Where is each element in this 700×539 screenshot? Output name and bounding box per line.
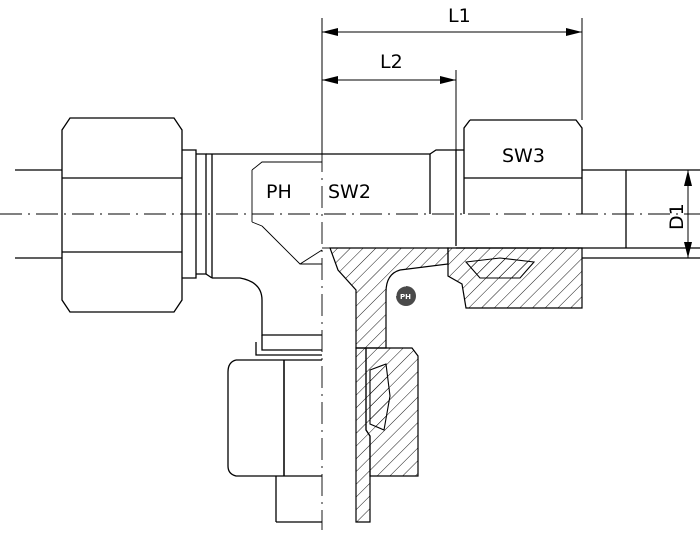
body-left-half [205, 153, 323, 336]
body-right-section [322, 149, 700, 523]
d1-label: D1 [666, 203, 688, 230]
centerlines [0, 150, 700, 530]
ph-logo-icon: PH [395, 285, 416, 306]
svg-text:PH: PH [400, 293, 411, 301]
left-nut [61, 117, 207, 313]
ph-label: PH [266, 181, 292, 203]
left-tube [15, 169, 62, 259]
sw3-label: SW3 [502, 145, 545, 167]
l1-label: L1 [448, 5, 471, 27]
sw2-label: SW2 [328, 181, 371, 203]
dimension-lines [321, 18, 698, 259]
l2-label: L2 [380, 51, 403, 73]
right-nut [456, 119, 700, 248]
bottom-nut [227, 335, 322, 523]
